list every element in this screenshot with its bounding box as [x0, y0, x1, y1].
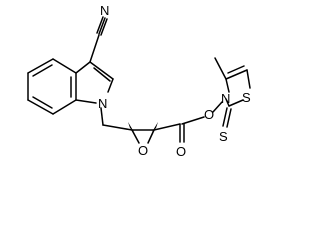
indole-n-label: N: [98, 96, 107, 111]
thiazole-ring: [214, 57, 251, 107]
bond-c2-n: [225, 98, 230, 107]
bond-benz-inner-1: [32, 64, 53, 77]
methylene-linker: [100, 107, 133, 131]
bond-benz-inner-2: [32, 96, 53, 109]
bond-c4-c5-inner: [227, 65, 245, 74]
indole-pyrrole-ring: [75, 61, 114, 104]
bond-pyr-2: [89, 61, 114, 80]
bond-epoxide-co-2: [147, 129, 155, 144]
bond-methyl: [214, 57, 227, 80]
nitrile-n-label: N: [100, 3, 109, 18]
bond-carbonyl-oester: [181, 116, 205, 125]
thiazole-s-label: S: [242, 90, 251, 105]
bond-c5-s: [246, 69, 251, 89]
bond-epoxide-co-1: [131, 129, 140, 144]
ester-o-label: O: [204, 107, 214, 122]
bond-n-ch2: [100, 107, 104, 126]
bond-thione-1: [222, 107, 228, 127]
epoxide-o-label: O: [138, 143, 148, 158]
bond-pyr-1: [75, 61, 91, 74]
molecule-diagram: N N O O O N S S: [0, 0, 257, 203]
bond-thione-2: [226, 108, 232, 128]
bond-pyr-inner: [93, 67, 111, 82]
bond-triple-c: [98, 17, 106, 35]
ester-group: [153, 101, 223, 143]
bond-benz-1: [27, 58, 54, 74]
bond-triple-b: [100, 18, 108, 36]
bond-ch2-epoxide: [102, 124, 133, 131]
thione-group: [222, 107, 232, 128]
bond-triple-a: [96, 16, 104, 34]
bond-benz-5: [27, 99, 54, 115]
stereo-hash-1: [128, 122, 134, 132]
nitrile-group: [89, 16, 108, 63]
bond-pyr-3: [107, 78, 114, 93]
bond-benz-4: [52, 99, 77, 115]
thione-s-label: S: [219, 129, 228, 144]
bond-s-c2: [228, 99, 244, 107]
structure-drawing: N N O O O N S S: [0, 0, 257, 203]
bond-c4-c5: [225, 69, 248, 80]
bond-epoxide-carbonyl: [153, 123, 181, 131]
bond-oester-n: [212, 101, 223, 113]
bond-nitrile-carbon: [89, 34, 100, 63]
thiazole-n-label: N: [221, 91, 230, 106]
background: [0, 0, 257, 203]
bond-n-c4: [225, 78, 230, 93]
ester-carbonyl-o-label: O: [176, 144, 186, 159]
indole-benzene-ring: [27, 58, 77, 115]
bond-pyr-4: [75, 99, 97, 104]
bond-benz-2: [52, 58, 77, 74]
